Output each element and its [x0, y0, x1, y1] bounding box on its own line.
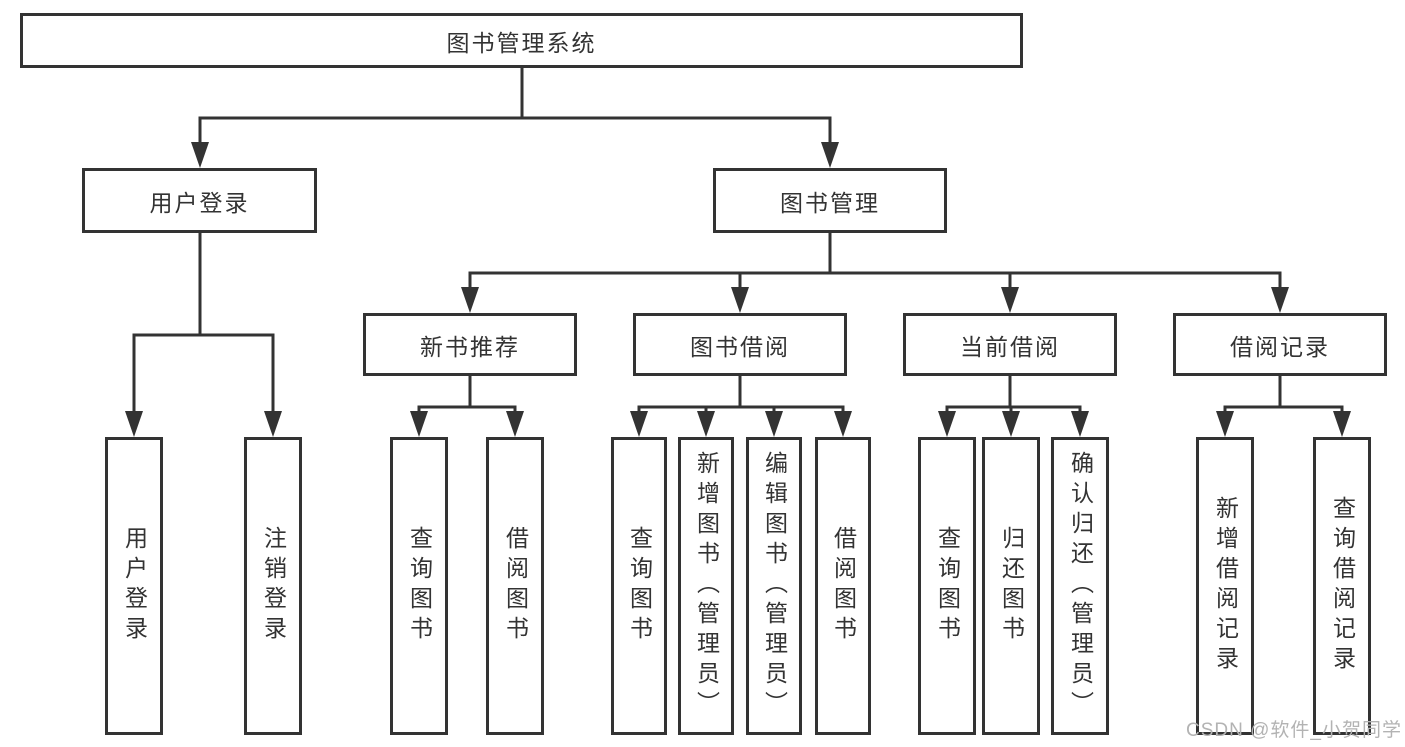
node-borrow-records: 借阅记录: [1173, 313, 1387, 376]
node-book-borrow-label: 图书借阅: [690, 333, 790, 360]
node-borrow-books-action-label: 借阅图书: [830, 526, 857, 646]
node-add-borrow-record-label: 新增借阅记录: [1212, 496, 1239, 676]
node-edit-book-admin-label: 编辑图书（管理员）: [761, 451, 788, 721]
node-borrow-records-label: 借阅记录: [1230, 333, 1330, 360]
node-logout-action: 注销登录: [244, 437, 302, 735]
node-query-books-current: 查询图书: [918, 437, 976, 735]
csdn-watermark: CSDN @软件_小贺同学: [1186, 720, 1402, 741]
node-current-borrow: 当前借阅: [903, 313, 1117, 376]
node-book-borrow: 图书借阅: [633, 313, 847, 376]
node-borrow-books-recommend-label: 借阅图书: [502, 526, 529, 646]
node-library-system-label: 图书管理系统: [446, 29, 597, 56]
node-borrow-books-recommend: 借阅图书: [486, 437, 544, 735]
node-library-system: 图书管理系统: [20, 13, 1023, 68]
node-logout-action-label: 注销登录: [260, 526, 287, 646]
node-confirm-return-admin: 确认归还（管理员）: [1051, 437, 1109, 735]
node-book-management-label: 图书管理: [780, 189, 880, 216]
node-book-management: 图书管理: [713, 168, 947, 233]
node-user-login: 用户登录: [82, 168, 317, 233]
node-user-login-action: 用户登录: [105, 437, 163, 735]
node-new-book-recommend: 新书推荐: [363, 313, 577, 376]
node-add-book-admin-label: 新增图书（管理员）: [693, 451, 720, 721]
node-query-books-recommend: 查询图书: [390, 437, 448, 735]
node-edit-book-admin: 编辑图书（管理员）: [746, 437, 802, 735]
node-query-books-borrow-label: 查询图书: [626, 526, 653, 646]
node-current-borrow-label: 当前借阅: [960, 333, 1060, 360]
node-return-book: 归还图书: [982, 437, 1040, 735]
node-add-borrow-record: 新增借阅记录: [1196, 437, 1254, 735]
node-add-book-admin: 新增图书（管理员）: [678, 437, 734, 735]
node-query-books-recommend-label: 查询图书: [406, 526, 433, 646]
node-query-borrow-record: 查询借阅记录: [1313, 437, 1371, 735]
node-query-borrow-record-label: 查询借阅记录: [1329, 496, 1356, 676]
node-user-login-action-label: 用户登录: [121, 526, 148, 646]
node-query-books-borrow: 查询图书: [611, 437, 667, 735]
node-new-book-recommend-label: 新书推荐: [420, 333, 520, 360]
node-return-book-label: 归还图书: [998, 526, 1025, 646]
node-borrow-books-action: 借阅图书: [815, 437, 871, 735]
node-query-books-current-label: 查询图书: [934, 526, 961, 646]
node-confirm-return-admin-label: 确认归还（管理员）: [1067, 451, 1094, 721]
node-user-login-label: 用户登录: [149, 189, 250, 216]
